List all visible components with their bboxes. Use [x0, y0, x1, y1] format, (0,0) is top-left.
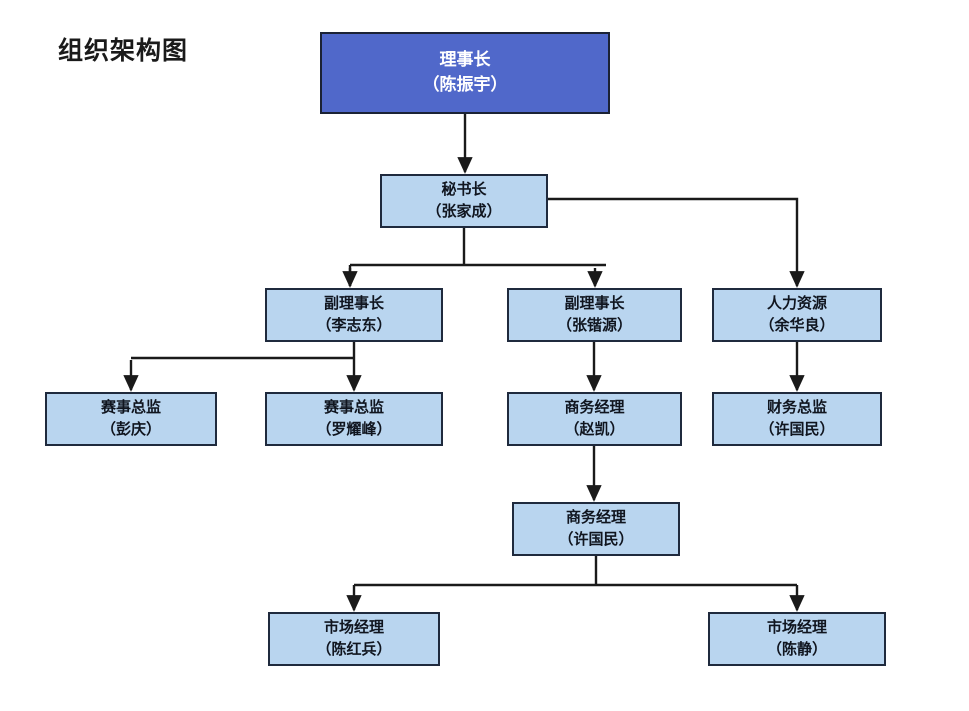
- org-node-title: 商务经理: [564, 398, 625, 417]
- org-node-title: 人力资源: [766, 294, 827, 313]
- org-node-title: 副理事长: [564, 294, 625, 313]
- org-node-title: 商务经理: [565, 508, 626, 527]
- org-node-title: 市场经理: [766, 618, 827, 637]
- org-node-person: （陈红兵）: [316, 640, 392, 658]
- org-node-n12[interactable]: 市场经理 （陈静）: [708, 612, 886, 666]
- org-node-person: （彭庆）: [100, 420, 161, 438]
- edge-business2-split-bar: [354, 556, 797, 587]
- org-node-n9[interactable]: 财务总监 （许国民）: [712, 392, 882, 446]
- org-node-person: （许国民）: [759, 420, 835, 438]
- org-node-person: （余华良）: [759, 316, 835, 334]
- org-node-person: （赵凯）: [564, 420, 625, 438]
- org-node-title: 市场经理: [323, 618, 384, 637]
- org-node-n5[interactable]: 人力资源 （余华良）: [712, 288, 882, 342]
- org-node-n2[interactable]: 秘书长 （张家成）: [380, 174, 548, 228]
- org-node-n7[interactable]: 赛事总监 （罗耀峰）: [265, 392, 443, 446]
- org-node-n10[interactable]: 商务经理 （许国民）: [512, 502, 680, 556]
- org-node-person: （张锴源）: [556, 316, 632, 334]
- org-node-n8[interactable]: 商务经理 （赵凯）: [507, 392, 682, 446]
- edge-secretary-split-bar: [348, 228, 606, 286]
- org-node-n4[interactable]: 副理事长 （张锴源）: [507, 288, 682, 342]
- org-node-n1[interactable]: 理事长 （陈振宇）: [320, 32, 610, 114]
- org-node-person: （罗耀峰）: [316, 420, 392, 438]
- org-node-title: 理事长: [439, 50, 491, 71]
- org-node-n6[interactable]: 赛事总监 （彭庆）: [45, 392, 217, 446]
- org-node-title: 赛事总监: [100, 398, 161, 417]
- org-node-person: （张家成）: [426, 202, 502, 220]
- org-node-person: （陈振宇）: [422, 75, 508, 95]
- org-node-n3[interactable]: 副理事长 （李志东）: [265, 288, 443, 342]
- org-node-title: 赛事总监: [323, 398, 384, 417]
- org-node-person: （李志东）: [316, 316, 392, 334]
- edge-vice-left-split-bar: [131, 342, 356, 360]
- org-node-person: （许国民）: [558, 530, 634, 548]
- org-node-n11[interactable]: 市场经理 （陈红兵）: [268, 612, 440, 666]
- edge-secretary-to-hr: [548, 197, 805, 288]
- org-node-title: 财务总监: [766, 398, 827, 417]
- org-node-title: 副理事长: [323, 294, 384, 313]
- org-node-person: （陈静）: [766, 640, 827, 658]
- org-node-title: 秘书长: [441, 180, 487, 199]
- page-title: 组织架构图: [58, 36, 189, 65]
